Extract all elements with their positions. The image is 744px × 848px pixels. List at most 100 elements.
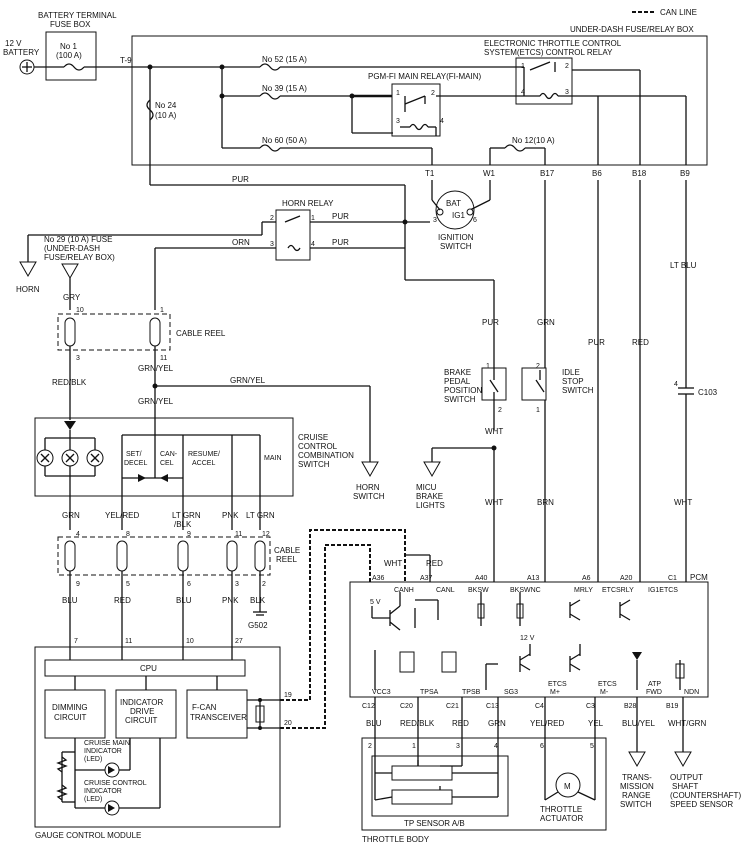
pcm-pin-a36: A36 (372, 575, 385, 582)
pcm-module: PCM A36 A37 A40 A13 A6 A20 C1 CANH CANL … (349, 573, 709, 710)
wire-blu-c12: BLU (366, 719, 382, 728)
pgm-relay-pin-2: 2 (431, 90, 435, 97)
pcm-12v: 12 V (520, 635, 535, 642)
tb-pin-4: 4 (494, 743, 498, 750)
fuse-60: No 60 (50 A) (262, 136, 307, 145)
gcm-pin-11: 11 (125, 638, 132, 645)
cruise-main-indicator-2: INDICATOR (84, 748, 122, 755)
pcm-pin-c4: C4 (535, 703, 544, 710)
pcm-pin-c3: C3 (586, 703, 595, 710)
pcm-sig-bksw: BKSW (468, 587, 489, 594)
pcm-pin-a6: A6 (582, 575, 591, 582)
cruise-switch-label-2: CONTROL (298, 442, 338, 451)
ignition-label-2: SWITCH (440, 242, 472, 251)
wire-pur-3: PUR (332, 238, 349, 247)
micu-2: BRAKE (416, 492, 443, 501)
pcm-sig-ndn: NDN (684, 689, 699, 696)
reel2-pin-top-1: 4 (76, 531, 80, 538)
wire-wht-2: WHT (485, 498, 503, 507)
gauge-control-module: GAUGE CONTROL MODULE 7 11 10 27 CPU DIMM… (34, 638, 292, 840)
pcm-power-lines: PUR RED LT BLU 4 C103 WHT (588, 180, 718, 582)
pcm-sig-etcsrly: ETCSRLY (602, 587, 634, 594)
gcm-pin-10: 10 (186, 638, 194, 645)
trans-range-1: TRANS- (622, 773, 652, 782)
wire-lt-grn: LT GRN (246, 511, 275, 520)
horn-label: HORN (16, 285, 40, 294)
wire-red-blk: RED/BLK (52, 378, 87, 387)
fuse-no1-symbol (63, 63, 85, 71)
switch-accel: ACCEL (192, 460, 215, 467)
pcm-pin-c13: C13 (486, 703, 499, 710)
gcm-indicator-3: CIRCUIT (125, 716, 158, 725)
pgm-relay-label: PGM-FI MAIN RELAY(FI-MAIN) (368, 72, 482, 81)
cruise-combination-switch: CRUISE CONTROL COMBINATION SWITCH SET/ D… (34, 417, 354, 530)
ignition-bat: BAT (446, 199, 461, 208)
pcm-sig-ig1etcs: IG1ETCS (648, 587, 678, 594)
pgm-fi-main-relay (391, 83, 441, 137)
wire-gry: GRY (63, 293, 81, 302)
ignition-label-1: IGNITION (438, 233, 474, 242)
pcm-sig-mminus: M- (600, 689, 609, 696)
terminal-w1: W1 (483, 169, 496, 178)
pcm-sig-sg3: SG3 (504, 689, 518, 696)
etcs-relay-label-2: SYSTEM(ETCS) CONTROL RELAY (484, 48, 613, 57)
wire-grn-c13: GRN (488, 719, 506, 728)
pcm-sig-canh: CANH (394, 587, 414, 594)
brake-switch-2: PEDAL (444, 377, 471, 386)
under-dash-box-label: UNDER-DASH FUSE/RELAY BOX (570, 25, 694, 34)
reel-pin-11: 11 (160, 355, 167, 362)
terminal-b18: B18 (632, 169, 647, 178)
c103-pin: 4 (674, 381, 678, 388)
pcm-sig-etcs-2: ETCS (598, 681, 617, 688)
wire-pnk-1: PNK (222, 511, 239, 520)
pgm-relay-pin-4: 4 (440, 118, 444, 125)
idle-stop-3: SWITCH (562, 386, 594, 395)
horn-relay-section: PUR HORN RELAY 2 1 3 4 PUR PUR PUR ORN H… (16, 175, 499, 370)
switch-set: SET/ (126, 451, 142, 458)
wire-red-can: RED (426, 559, 443, 568)
gcm-pin-20: 20 (284, 720, 292, 727)
fuse-12-symbol (504, 144, 526, 152)
gcm-indicator-1: INDICATOR (120, 698, 163, 707)
idle-stop-1: IDLE (562, 368, 580, 377)
wire-red-c21: RED (452, 719, 469, 728)
battery-label: BATTERY (3, 48, 40, 57)
wire-wht-1: WHT (485, 427, 503, 436)
gcm-cpu (44, 659, 246, 677)
cruise-switch-label-3: COMBINATION (298, 451, 354, 460)
pgm-relay-pin-1: 1 (396, 90, 400, 97)
etcs-relay-pin-1: 1 (521, 63, 525, 70)
trans-range-2: MISSION (620, 782, 654, 791)
micu-1: MICU (416, 483, 437, 492)
horn-relay (275, 209, 311, 261)
horn-relay-pin-4: 4 (311, 241, 315, 248)
fuse-39-symbol (259, 92, 281, 100)
pcm-bottom-wires: BLU RED/BLK RED GRN YEL/RED YEL BLU/YEL … (366, 697, 741, 809)
brake-switch-pin-2: 2 (498, 407, 502, 414)
fuse-29-section: No 29 (10 A) FUSE (UNDER-DASH FUSE/RELAY… (44, 235, 115, 310)
terminal-b6: B6 (592, 169, 602, 178)
throttle-actuator-1: THROTTLE (540, 805, 582, 814)
wire-yel-c3: YEL (588, 719, 604, 728)
pcm-outline (349, 581, 709, 698)
wire-lt-blu: LT BLU (670, 261, 697, 270)
pcm-sig-mplus: M+ (550, 689, 560, 696)
trans-range-3: RANGE (622, 791, 650, 800)
pcm-sig-vcc3: VCC3 (372, 689, 391, 696)
pcm-pin-c21: C21 (446, 703, 459, 710)
ground-g502: G502 (248, 621, 268, 630)
wire-grn-yel-3: GRN/YEL (138, 397, 174, 406)
shaft-sensor-2: SHAFT (672, 782, 698, 791)
horn-ground-symbol (19, 261, 37, 278)
idle-switch-pin-1: 1 (536, 407, 540, 414)
reel-pin-3: 3 (76, 355, 80, 362)
ignition-pin-6: 6 (473, 217, 477, 224)
battery-fuse-box (45, 31, 97, 81)
switch-cel: CEL (160, 460, 174, 467)
reel-pin-1: 1 (160, 307, 164, 314)
battery-fuse-box-title-1: BATTERY TERMINAL (38, 11, 117, 20)
switch-can: CAN- (160, 451, 178, 458)
ignition-ig1: IG1 (452, 211, 465, 220)
